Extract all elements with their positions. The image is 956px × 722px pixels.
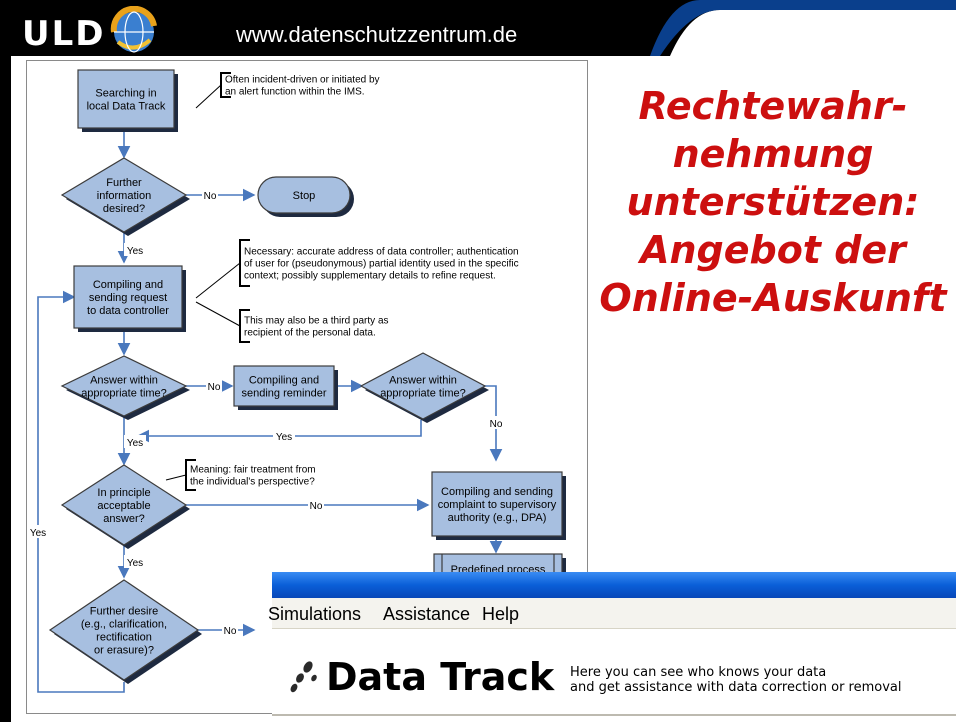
label-yes-3: Yes [127, 438, 143, 449]
description-line-2: and get assistance with data correction … [570, 680, 902, 695]
note-meaning-text-line-2: the individual's perspective? [190, 477, 315, 488]
node-further_desire-text-line-1: Further desire [90, 605, 158, 617]
note-incident-text-line-2: an alert function within the IMS. [225, 87, 365, 98]
label-no-5: No [224, 626, 237, 637]
title-line-4: Angebot der [640, 228, 906, 272]
node-answer_time_2-text-line-2: appropriate time? [380, 387, 466, 399]
node-acceptable-text-line-3: answer? [103, 513, 145, 525]
label-no-3: No [490, 419, 503, 430]
node-further_info-text-line-1: Further [106, 177, 142, 189]
data-track-title: Data Track [326, 655, 555, 699]
note-necessary-text-line-2: of user for (pseudonymous) partial ident… [244, 259, 519, 270]
footprints-icon [290, 661, 317, 693]
node-compiling_reminder-text-line-1: Compiling and [249, 374, 319, 386]
node-stop: Stop [257, 176, 354, 217]
logo: ULD [22, 14, 106, 54]
node-answer_time_2-text-line-1: Answer within [389, 374, 457, 386]
label-yes-5: Yes [30, 528, 46, 539]
separator [272, 714, 956, 716]
globe-logo-icon [110, 6, 157, 53]
menu-help[interactable]: Help [482, 604, 520, 624]
left-border [0, 52, 11, 722]
node-compiling_reminder-text-line-2: sending reminder [242, 387, 327, 399]
node-complaint-text-line-3: authority (e.g., DPA) [448, 512, 547, 524]
data-track-window: Simulations Assistance Help Data Track H… [268, 572, 956, 722]
label-no-4: No [310, 501, 323, 512]
title-line-2: nehmung [672, 132, 874, 176]
label-yes-2: Yes [276, 432, 292, 443]
node-further_info-text-line-3: desired? [103, 203, 145, 215]
data-track-description: Here you can see who knows your data and… [570, 665, 902, 695]
header-shape [0, 0, 956, 56]
note-third_party: This may also be a third party asrecipie… [195, 301, 389, 343]
node-compiling_request-text-line-1: Compiling and [93, 279, 163, 291]
node-acceptable-text-line-2: acceptable [97, 500, 150, 512]
node-acceptable-text-line-1: In principle [97, 487, 150, 499]
note-necessary-text-line-1: Necessary: accurate address of data cont… [244, 247, 519, 258]
edge-answer2-to-complaint [484, 385, 503, 462]
flowchart: Often incident-driven or initiated byan … [27, 69, 566, 693]
header-bar: ULD www.datenschutzzentrum.de [0, 0, 956, 56]
menu-bar: Simulations Assistance Help [268, 598, 956, 629]
slide-title: Rechtewahr- nehmung unterstützen: Angebo… [590, 82, 956, 322]
node-complaint-text-line-2: complaint to supervisory [438, 499, 557, 511]
node-compiling_request-text-line-2: sending request [89, 292, 167, 304]
node-answer_time_1-text-line-2: appropriate time? [81, 387, 167, 399]
description-line-1: Here you can see who knows your data [570, 665, 827, 680]
node-compiling_request-text-line-3: to data controller [87, 305, 169, 317]
window-titlebar[interactable] [272, 572, 956, 598]
label-yes-4: Yes [127, 558, 143, 569]
node-answer_time_1-text-line-1: Answer within [90, 374, 158, 386]
node-further_desire: Further desire(e.g., clarification,recti… [48, 579, 202, 684]
note-third_party-text-line-1: This may also be a third party as [244, 316, 389, 327]
node-searching-text-line-1: Searching in [95, 87, 156, 99]
note-necessary-text-line-3: context; possibly supplementary details … [244, 271, 496, 282]
edge-answer2-yes [136, 420, 422, 443]
title-line-3: unterstützen: [626, 180, 920, 224]
node-further_info-text-line-2: information [97, 190, 151, 202]
note-incident-text-line-1: Often incident-driven or initiated by [225, 75, 380, 86]
note-third_party-text-line-2: recipient of the personal data. [244, 328, 376, 339]
window-content: Data Track Here you can see who knows yo… [272, 629, 956, 722]
node-stop-text-line-1: Stop [293, 190, 316, 202]
note-incident: Often incident-driven or initiated byan … [195, 72, 380, 109]
label-no-1: No [204, 191, 217, 202]
node-further_desire-text-line-4: or erasure)? [94, 644, 154, 656]
label-yes-1: Yes [127, 246, 143, 257]
menu-assistance[interactable]: Assistance [383, 604, 471, 624]
title-line-5: Online-Auskunft [599, 276, 947, 320]
node-further_desire-text-line-2: (e.g., clarification, [81, 618, 167, 630]
node-complaint-text-line-1: Compiling and sending [441, 486, 553, 498]
note-necessary: Necessary: accurate address of data cont… [195, 239, 519, 299]
node-further_desire-text-line-3: rectification [96, 631, 152, 643]
node-searching-text-line-2: local Data Track [87, 100, 166, 112]
site-url[interactable]: www.datenschutzzentrum.de [236, 22, 518, 47]
edge-desire-yes-loop [37, 290, 125, 693]
menu-simulations[interactable]: Simulations [268, 604, 362, 624]
label-no-2: No [208, 382, 221, 393]
note-meaning-text-line-1: Meaning: fair treatment from [190, 465, 316, 476]
title-line-1: Rechtewahr- [638, 84, 908, 128]
